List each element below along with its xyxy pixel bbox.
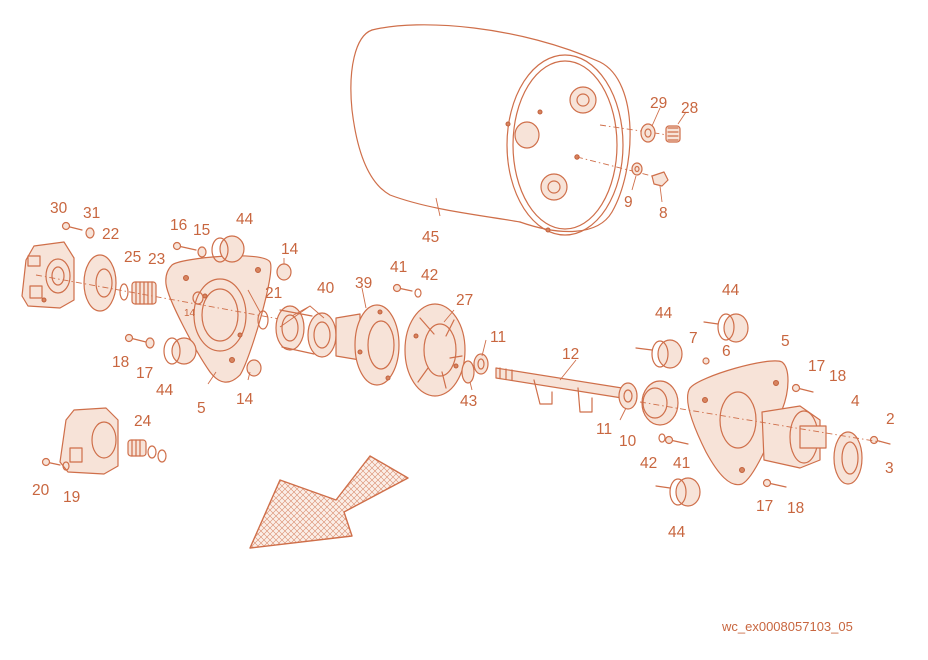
callout-15: 15 (193, 222, 210, 239)
motor-hub-4 (761, 405, 863, 485)
spline-coupling-24 (127, 439, 167, 463)
drive-flange-27 (404, 303, 466, 397)
callout-42-a: 42 (421, 267, 438, 284)
reference-code: wc_ex0008057103_05 (722, 619, 853, 634)
callout-21: 21 (265, 285, 282, 302)
plug-8 (651, 171, 669, 187)
callout-40: 40 (317, 280, 335, 297)
callout-9: 9 (624, 194, 633, 211)
ring-25 (119, 283, 129, 301)
bearing-11-right (618, 382, 638, 410)
callout-12: 12 (562, 346, 579, 363)
mount-44-upper-right (703, 313, 749, 343)
callouts: 30 31 22 25 23 16 15 44 14 14 21 18 17 4… (32, 95, 895, 541)
callout-43: 43 (460, 393, 477, 410)
callout-17-a: 17 (136, 365, 153, 382)
callout-18-a: 18 (112, 354, 129, 371)
callout-23: 23 (148, 251, 165, 268)
callout-44-b: 44 (156, 382, 174, 399)
bolt-20-washer-19 (41, 457, 70, 471)
callout-8: 8 (659, 205, 668, 222)
bearings-40 (275, 305, 337, 358)
bearing-21 (257, 310, 269, 330)
callout-5-a: 5 (197, 400, 206, 417)
callout-14-b: 14 (184, 308, 196, 319)
callout-30: 30 (50, 200, 68, 217)
callout-14-c: 14 (236, 391, 254, 408)
hub-39 (335, 304, 400, 386)
callout-45: 45 (422, 229, 439, 246)
mount-44-top-left (211, 235, 245, 263)
axle-12 (495, 367, 623, 413)
callout-29: 29 (650, 95, 667, 112)
plug-28 (665, 125, 681, 143)
callout-44-e: 44 (668, 524, 686, 541)
callout-44-c: 44 (722, 282, 740, 299)
callout-41-a: 41 (390, 259, 407, 276)
bolts-left (61, 221, 292, 377)
callout-4: 4 (851, 393, 860, 410)
cap-10 (641, 380, 679, 426)
bolts-41-42-top (392, 283, 422, 298)
callout-42-b: 42 (640, 455, 657, 472)
callout-17-c: 17 (756, 498, 773, 515)
callout-24: 24 (134, 413, 152, 430)
mount-44-lower-right (655, 477, 701, 507)
callout-28: 28 (681, 100, 698, 117)
callout-44-a: 44 (236, 211, 254, 228)
callout-2: 2 (886, 411, 895, 428)
mount-44-bottom-left (163, 337, 197, 365)
hydraulic-motor-24 (59, 407, 119, 475)
callout-44-d: 44 (655, 305, 673, 322)
callout-18-b: 18 (829, 368, 846, 385)
triangular-plate-5-right (687, 360, 789, 486)
callout-27: 27 (456, 292, 473, 309)
callout-17-b: 17 (808, 358, 825, 375)
washer-9 (631, 162, 643, 176)
callout-22: 22 (102, 226, 119, 243)
leader-lines (207, 107, 687, 421)
spline-coupling-23 (131, 281, 157, 305)
bearing-11-left (473, 353, 489, 375)
plug-29 (640, 123, 656, 143)
callout-16: 16 (170, 217, 187, 234)
callout-11-a: 11 (490, 329, 506, 346)
hydraulic-motor-22 (21, 241, 75, 309)
callout-19: 19 (63, 489, 80, 506)
callout-14-a: 14 (281, 241, 299, 258)
callout-20: 20 (32, 482, 50, 499)
callout-7: 7 (689, 330, 698, 347)
flange-disc-22 (83, 254, 117, 312)
callout-3: 3 (885, 460, 894, 477)
drum-shell (350, 24, 631, 236)
callout-31: 31 (83, 205, 100, 222)
callout-25: 25 (124, 249, 141, 266)
callout-39: 39 (355, 275, 372, 292)
callout-41-b: 41 (673, 455, 690, 472)
callout-6: 6 (722, 343, 731, 360)
direction-arrow (249, 455, 409, 549)
callout-18-c: 18 (787, 500, 804, 517)
callout-5-b: 5 (781, 333, 790, 350)
mount-44-middle-right (635, 339, 683, 369)
callout-10: 10 (619, 433, 637, 450)
seal-43 (461, 360, 475, 384)
triangular-plate-5-left (165, 255, 272, 383)
callout-11-b: 11 (596, 421, 612, 438)
